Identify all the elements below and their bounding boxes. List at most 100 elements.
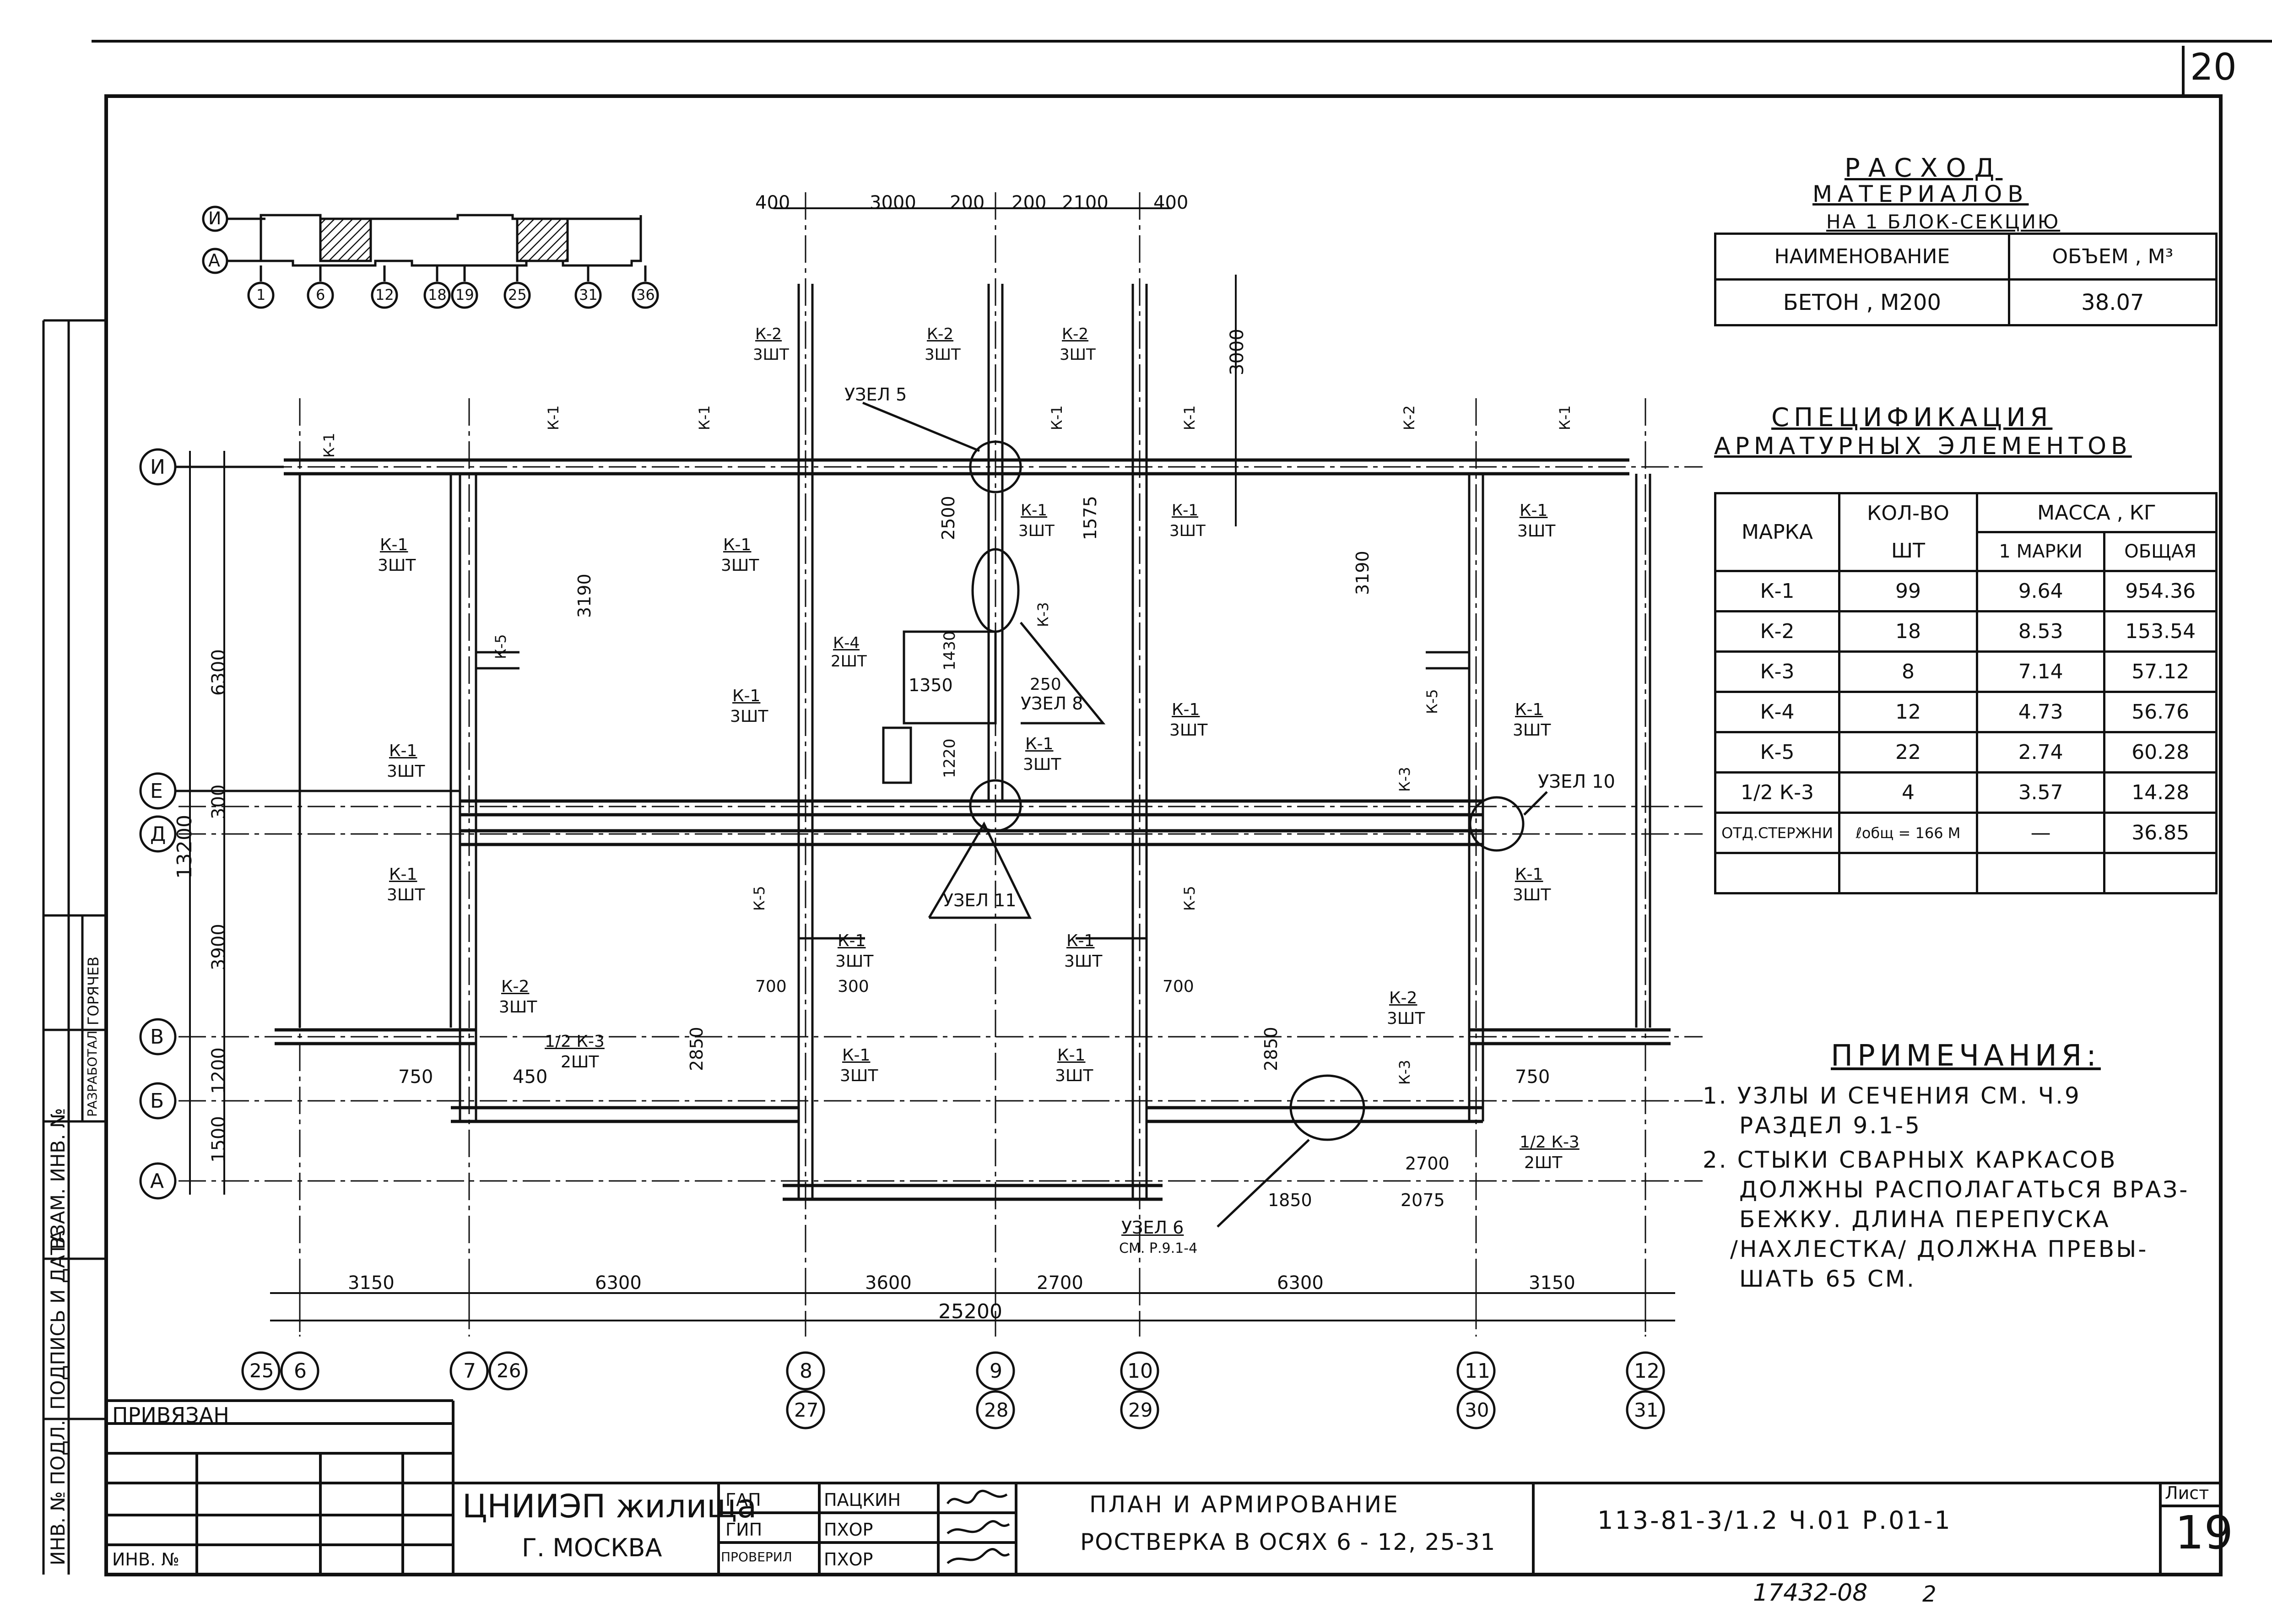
sheet-number: 19 — [2175, 1506, 2234, 1559]
rebar-qty: 3ШТ — [1060, 346, 1096, 364]
inventory-label: ИНВ. № — [112, 1549, 179, 1570]
rebar-qty: 3ШТ — [499, 998, 537, 1017]
dim-label: 3000 — [870, 192, 916, 213]
axis-row-label: Д — [150, 823, 166, 846]
rebar-label: К-1 — [1025, 735, 1054, 753]
rebar-label: К-1 — [320, 433, 338, 458]
dim-label: 400 — [1153, 192, 1189, 213]
dim-label: 2850 — [1261, 1027, 1281, 1071]
dim-label: 2700 — [1405, 1153, 1450, 1174]
spec-header-mass: МАССА , КГ — [1976, 492, 2218, 533]
note-line: ДОЛЖНЫ РАСПОЛАГАТЬСЯ ВРАЗ- — [1739, 1176, 2190, 1203]
key-axis: 25 — [508, 286, 527, 303]
dim-label: 3150 — [348, 1272, 395, 1294]
rebar-label: К-1 — [1021, 501, 1048, 520]
node-label: УЗЕЛ 5 — [844, 384, 907, 405]
spec-cell: 36.85 — [2103, 812, 2218, 854]
axis-row-label: А — [150, 1169, 164, 1193]
spec-cell: 1/2 К-3 — [1714, 771, 1840, 814]
axis-col-label: 9 — [990, 1359, 1002, 1383]
key-plan — [202, 206, 659, 309]
rebar-label: К-4 — [833, 634, 860, 652]
rebar-label: К-1 — [389, 742, 417, 760]
dim-label: 3190 — [574, 574, 595, 618]
rebar-label: К-1 — [1048, 405, 1066, 430]
rebar-label: К-1 — [1172, 501, 1199, 520]
dim-label: 750 — [1515, 1066, 1550, 1088]
dim-label: 300 — [208, 784, 229, 819]
rebar-qty: 3ШТ — [1169, 721, 1208, 740]
rebar-qty: 3ШТ — [1387, 1009, 1425, 1028]
materials-title-2: МАТЕРИАЛОВ — [1812, 181, 2029, 207]
spec-header-mass-one: 1 МАРКИ — [1975, 531, 2106, 572]
dim-label: 3900 — [208, 924, 229, 970]
rebar-label: К-1 — [838, 931, 866, 950]
spec-cell: 12 — [1838, 691, 1978, 733]
role-title: ПРОВЕРИЛ — [721, 1549, 792, 1564]
rebar-qty: 3ШТ — [721, 556, 759, 575]
rebar-qty: 3ШТ — [840, 1066, 878, 1085]
role-person: ПХОР — [824, 1520, 873, 1540]
rebar-qty: 3ШТ — [378, 556, 416, 575]
dim-label: 1850 — [1268, 1190, 1312, 1210]
rebar-qty: 3ШТ — [1169, 522, 1206, 540]
dim-label: 1500 — [208, 1116, 229, 1163]
stamp-item: ИНВ. № ПОДЛ. — [47, 1420, 69, 1565]
dim-label: 450 — [513, 1066, 548, 1088]
spec-cell: 954.36 — [2103, 570, 2218, 612]
rebar-label: К-1 — [1515, 700, 1543, 719]
axis-row-label: Б — [150, 1089, 164, 1113]
axis-col-label-alt: 27 — [794, 1399, 819, 1421]
rebar-qty: 2ШТ — [1524, 1153, 1563, 1172]
rebar-label: К-5 — [492, 634, 509, 659]
rebar-label: К-1 — [1057, 1046, 1086, 1065]
spec-cell: 22 — [1838, 731, 1978, 774]
dim-label: 3000 — [1227, 329, 1248, 375]
role-person: ПХОР — [824, 1549, 873, 1570]
stamp-developed: РАЗРАБОТАЛ — [85, 1030, 100, 1117]
key-axis: 18 — [428, 286, 447, 303]
note-line: /НАХЛЕСТКА/ ДОЛЖНА ПРЕВЫ- — [1730, 1236, 2148, 1262]
sheet-number-top: 20 — [2190, 46, 2237, 88]
stamp-item: ПОДПИСЬ И ДАТА — [47, 1230, 69, 1410]
spec-cell: 2.74 — [1975, 731, 2106, 774]
rebar-qty: 3ШТ — [1055, 1066, 1093, 1085]
spec-cell: — — [1975, 812, 2106, 854]
rebar-label: К-3 — [1396, 1060, 1413, 1085]
rebar-label: К-2 — [501, 977, 530, 996]
spec-header-mass-total: ОБЩАЯ — [2103, 531, 2218, 572]
archive-extra: 2 — [1922, 1581, 1937, 1607]
rebar-label: К-1 — [696, 405, 713, 430]
dim-label: 1430 — [941, 631, 959, 671]
dim-label: 6300 — [1277, 1272, 1324, 1294]
materials-header-volume: ОБЪЕМ , М³ — [2007, 233, 2218, 281]
materials-table: НАИМЕНОВАНИЕ ОБЪЕМ , М³ БЕТОН , М200 38.… — [1714, 233, 2218, 326]
rebar-label: К-2 — [755, 325, 782, 343]
axis-col-label-alt: 26 — [497, 1359, 521, 1382]
axis-col-label: 6 — [294, 1359, 307, 1383]
rebar-label: К-1 — [842, 1046, 871, 1065]
axis-col-label-alt: 31 — [1634, 1399, 1659, 1421]
rebar-label: К-2 — [927, 325, 954, 343]
key-axis: 12 — [375, 286, 394, 303]
rebar-qty: 3ШТ — [730, 707, 768, 726]
rebar-label: К-1 — [1172, 700, 1200, 719]
rebar-label: К-1 — [1066, 931, 1095, 950]
document-code: 113-81-3/1.2 Ч.01 Р.01-1 — [1597, 1506, 1952, 1535]
materials-title-1: РАСХОД — [1845, 153, 2003, 183]
spec-cell: К-3 — [1714, 650, 1840, 693]
rebar-label: К-1 — [1520, 501, 1548, 520]
note-line: БЕЖКУ. ДЛИНА ПЕРЕПУСКА — [1739, 1206, 2110, 1233]
spec-cell: ℓобщ = 166 М — [1838, 812, 1978, 854]
rebar-label: К-5 — [1423, 689, 1441, 714]
organization-city: Г. МОСКВА — [522, 1533, 662, 1562]
rebar-qty: 3ШТ — [753, 346, 789, 364]
spec-cell: К-2 — [1714, 610, 1840, 653]
